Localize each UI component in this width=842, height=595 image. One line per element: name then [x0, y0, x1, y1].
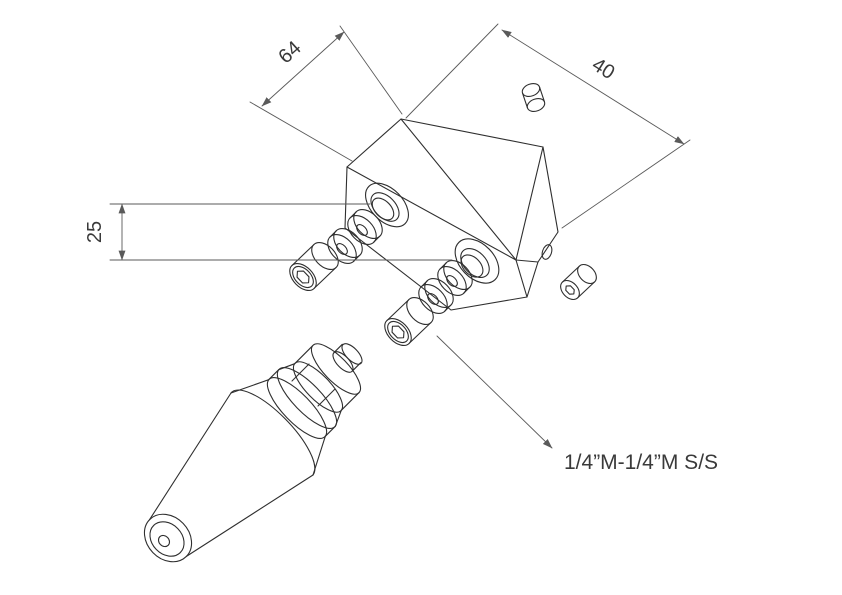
dimension-64-value: 64	[274, 37, 305, 68]
edge-line	[463, 286, 471, 294]
extension-line	[339, 25, 403, 115]
edge-line	[408, 321, 432, 345]
dimension-40: 40	[405, 23, 691, 229]
plug-far-face	[311, 242, 339, 270]
thread-spec-callout: 1/4”M-1/4”M S/S	[436, 335, 718, 474]
washer-lower-1	[418, 278, 454, 314]
cone-base-rim	[230, 389, 316, 476]
leader-line	[436, 335, 553, 449]
plug-chamfer	[292, 265, 314, 289]
hex-socket-outline	[389, 323, 406, 341]
edge-line	[313, 266, 337, 290]
extension-line	[249, 101, 353, 162]
counterbore-ellipse	[454, 238, 500, 284]
port-hole-upper	[365, 182, 409, 228]
block-front-top-edge	[346, 166, 517, 261]
hex-socket	[294, 268, 311, 286]
hex-socket-outline	[564, 284, 576, 296]
edge-line	[349, 211, 357, 219]
screw-near-face	[560, 279, 580, 301]
cap-ring	[292, 361, 344, 413]
edge-line	[291, 243, 315, 267]
edge-line	[333, 343, 343, 354]
dimension-line	[501, 29, 685, 145]
edge-line	[439, 262, 447, 270]
edge-line	[230, 379, 270, 394]
washer-hole	[427, 293, 439, 305]
edge-line	[312, 435, 326, 476]
nozzle-orifice	[157, 534, 171, 548]
edge-line	[386, 298, 410, 322]
edge-line	[294, 345, 314, 365]
edge-line	[329, 230, 337, 238]
nozzle-tip-face	[149, 521, 185, 557]
washer-hole	[356, 224, 368, 236]
edge-line	[577, 281, 596, 299]
plug-fitting-upper	[289, 242, 339, 291]
edge-line	[268, 369, 280, 381]
plug-chamfer	[387, 320, 409, 344]
counterbore-ellipse	[365, 182, 409, 228]
washer-hole	[336, 243, 348, 255]
bore-depth-ellipse	[371, 197, 395, 221]
dimension-25-value: 25	[84, 221, 106, 243]
edge-line	[340, 391, 360, 411]
stub-end	[341, 343, 363, 365]
washer-upper-2	[347, 209, 383, 245]
edge-line	[420, 280, 428, 288]
edge-line	[373, 235, 381, 243]
washer-lower-2	[437, 260, 473, 296]
hex-flat-line	[291, 363, 310, 382]
screw-far-face	[577, 263, 597, 285]
dimension-line	[261, 31, 345, 107]
side-plate-hole	[541, 244, 553, 260]
cone-silhouette	[149, 392, 232, 521]
block-wedge-edge	[400, 118, 517, 261]
hex-flat-line	[317, 388, 336, 407]
hex-socket-outline	[294, 268, 311, 286]
port-hole-lower	[454, 238, 500, 284]
edge-line	[278, 363, 296, 371]
dimension-25: 25	[84, 203, 453, 261]
plug-near-face	[384, 318, 412, 346]
pin-sleeve	[521, 83, 546, 112]
cap-back-face	[310, 343, 362, 395]
hex-socket	[564, 284, 576, 296]
plug-fitting-lower	[384, 297, 434, 346]
edge-line	[561, 265, 580, 283]
bore-ellipse	[460, 248, 490, 278]
block-plate-bottom-edge	[515, 259, 539, 263]
nozzle	[143, 343, 363, 563]
extension-line	[405, 23, 499, 119]
cone-silhouette	[185, 474, 314, 557]
edge-line	[334, 409, 342, 427]
bore-depth-ellipse	[460, 254, 484, 278]
edge-line	[324, 425, 336, 437]
block-gusset-edge	[515, 146, 544, 261]
dimension-40-value: 40	[588, 54, 619, 84]
block-front-right-edge	[515, 259, 528, 298]
washer-hole	[446, 275, 458, 287]
extension-line	[561, 139, 691, 229]
thread-spec-label: 1/4”M-1/4”M S/S	[564, 451, 718, 474]
socket-screw	[560, 263, 597, 301]
plug-near-face	[289, 263, 317, 291]
hex-socket	[389, 323, 406, 341]
edge-line	[444, 304, 452, 312]
dimension-64: 64	[249, 25, 403, 162]
manifold-block	[344, 118, 559, 311]
